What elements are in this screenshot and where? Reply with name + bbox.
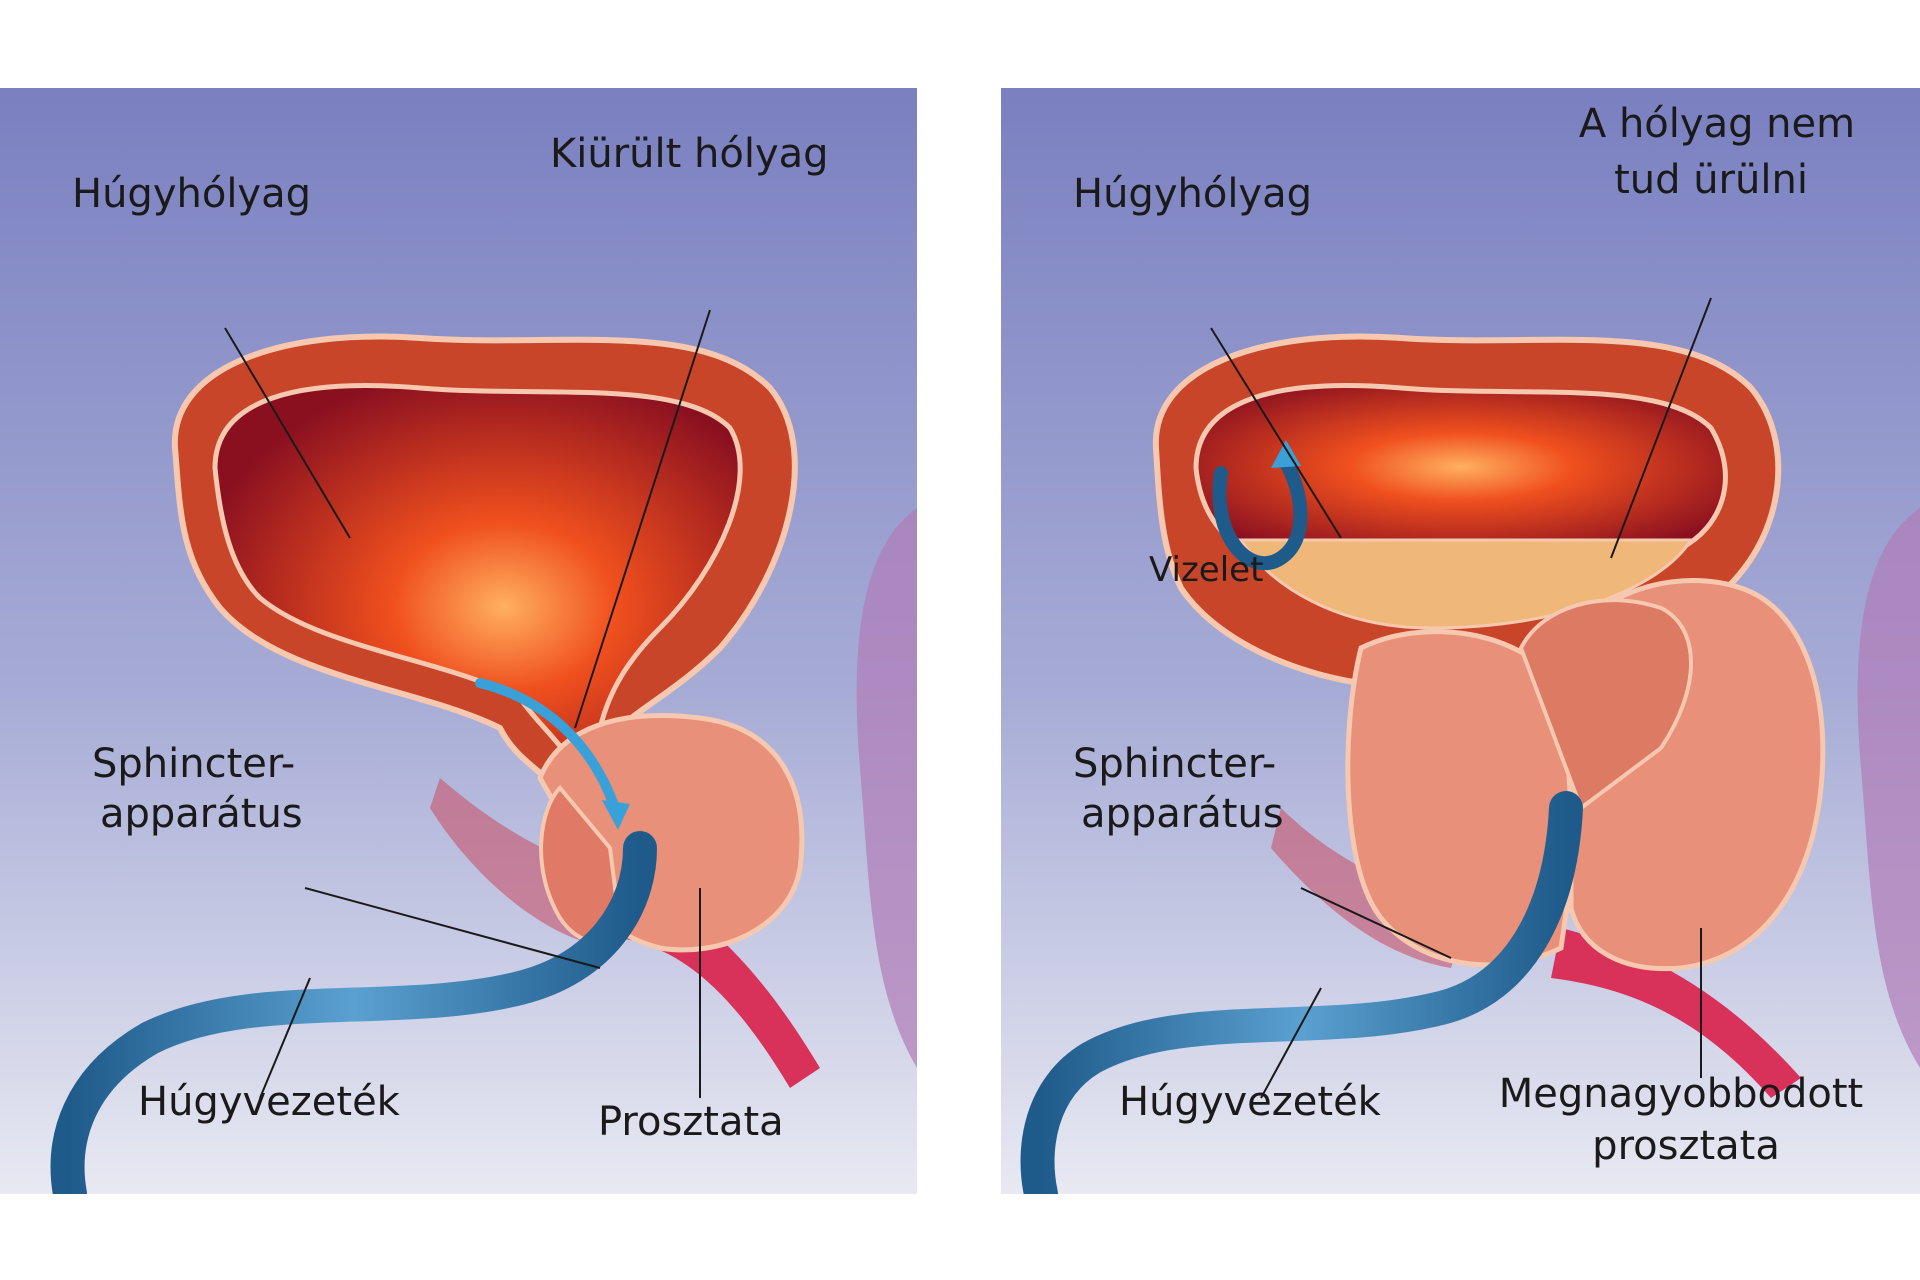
leader-bladder (1210, 327, 1342, 539)
pelvic-tissue (1857, 508, 1920, 1068)
label-sphincter-line1: Sphincter- (1073, 741, 1277, 787)
label-prostate: Prosztata (598, 1099, 784, 1145)
leader-sphincter (1300, 887, 1452, 959)
leader-sphincter (304, 887, 601, 969)
leader-cannot-empty (1610, 297, 1712, 559)
label-sphincter-line1: Sphincter- (92, 741, 296, 787)
reflux-arrow (1212, 456, 1308, 571)
enlarged-prostate-top-lobe (1518, 598, 1693, 812)
label-bladder: Húgyhólyag (72, 171, 312, 217)
ejaculatory-duct (1551, 928, 1801, 1098)
label-emptied-bladder: Kiürült hólyag (550, 131, 829, 177)
label-bladder: Húgyhólyag (1073, 171, 1313, 217)
leader-urethra (1260, 987, 1322, 1099)
flow-arrow-head (602, 800, 630, 830)
urethra (1020, 791, 1583, 1194)
enlarged-prostate-left-lobe (1345, 629, 1584, 968)
pelvic-tissue (856, 508, 917, 1068)
enlarged-prostate-illustration (1001, 88, 1920, 1194)
label-sphincter-line2: apparátus (100, 791, 303, 837)
bladder-lumen (212, 383, 743, 797)
label-enlarged-line2: prosztata (1592, 1123, 1780, 1169)
label-urethra: Húgyvezeték (138, 1079, 400, 1125)
leader-emptied (574, 309, 711, 729)
label-sphincter-line2: apparátus (1081, 791, 1284, 837)
urethra (50, 831, 657, 1194)
flow-arrow (475, 678, 620, 813)
label-cannot-empty-line1: A hólyag nem (1578, 101, 1856, 147)
normal-bladder-illustration (0, 88, 917, 1194)
leader-bladder (224, 327, 351, 539)
panel-enlarged-prostate: Húgyhólyag A hólyag nem tud ürülni Vizel… (1001, 88, 1920, 1194)
panel-normal-bladder: Húgyhólyag Kiürült hólyag Sphincter- app… (0, 88, 917, 1194)
label-urine: Vizelet (1149, 550, 1264, 590)
label-cannot-empty-line2: tud ürülni (1614, 157, 1808, 203)
label-urethra: Húgyvezeték (1119, 1079, 1381, 1125)
label-enlarged-line1: Megnagyobbodott (1498, 1071, 1864, 1117)
leader-urethra (259, 977, 311, 1099)
